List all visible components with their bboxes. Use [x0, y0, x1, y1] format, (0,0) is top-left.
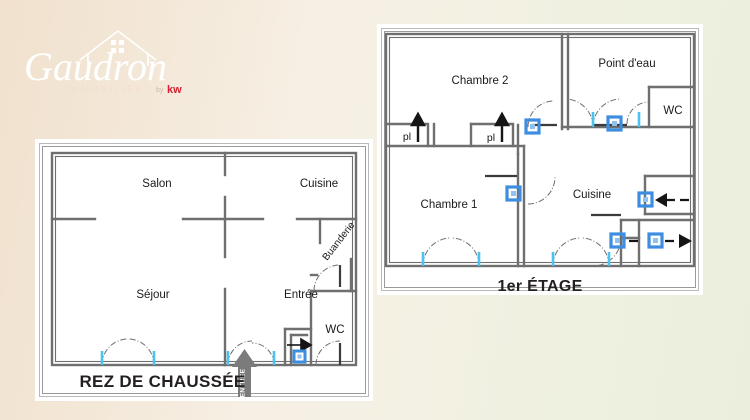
brand-tagline: IMMOBILIER	[66, 84, 145, 94]
brand-affiliate: kw	[167, 84, 182, 96]
floorplan-drawing-ground-floor: ENTRÉE Salon Cuisine Séjour Entrée WC Bu…	[35, 139, 373, 401]
brand-affiliate-prefix: by	[156, 87, 164, 94]
room-label-placard-1: pl	[403, 131, 411, 143]
floorplan-panel-ground-floor: ENTRÉE Salon Cuisine Séjour Entrée WC Bu…	[35, 139, 373, 401]
room-label-salon: Salon	[142, 178, 171, 190]
room-label-cuisine: Cuisine	[573, 189, 611, 201]
closet-arrow-up-left	[409, 111, 427, 142]
utility-marker	[292, 349, 307, 364]
closet-arrow-up-right	[493, 111, 511, 142]
floorplan-drawing-first-floor: Chambre 2 Point d'eau WC Chambre 1 Cuisi…	[377, 24, 703, 295]
floorplan-panel-first-floor: Chambre 2 Point d'eau WC Chambre 1 Cuisi…	[377, 24, 703, 295]
entry-arrow-up: ENTRÉE	[232, 349, 257, 397]
room-label-chambre-1: Chambre 1	[421, 199, 478, 211]
floor-label-ground-floor: REZ DE CHAUSSÉE	[79, 372, 246, 391]
room-label-chambre-2: Chambre 2	[452, 75, 509, 87]
gaudron-logo: Gaudron IMMOBILIER by kw	[18, 22, 198, 100]
room-label-sejour: Séjour	[136, 289, 169, 301]
room-label-wc: WC	[663, 105, 682, 117]
house-outline-icon	[79, 29, 157, 66]
panel-border	[42, 146, 366, 394]
room-label-wc: WC	[325, 324, 344, 336]
brand-wordmark: Gaudron	[24, 44, 167, 89]
room-label-placard-2: pl	[487, 132, 495, 144]
access-arrow-right	[287, 337, 313, 353]
room-label-point-deau: Point d'eau	[598, 58, 655, 70]
utility-markers	[505, 115, 664, 249]
room-label-entree: Entrée	[284, 289, 318, 301]
floor-label-first-floor: 1er ÉTAGE	[497, 278, 583, 295]
entry-arrow-label: ENTRÉE	[238, 368, 247, 397]
room-label-cuisine: Cuisine	[300, 178, 338, 190]
panel-border	[384, 31, 696, 288]
